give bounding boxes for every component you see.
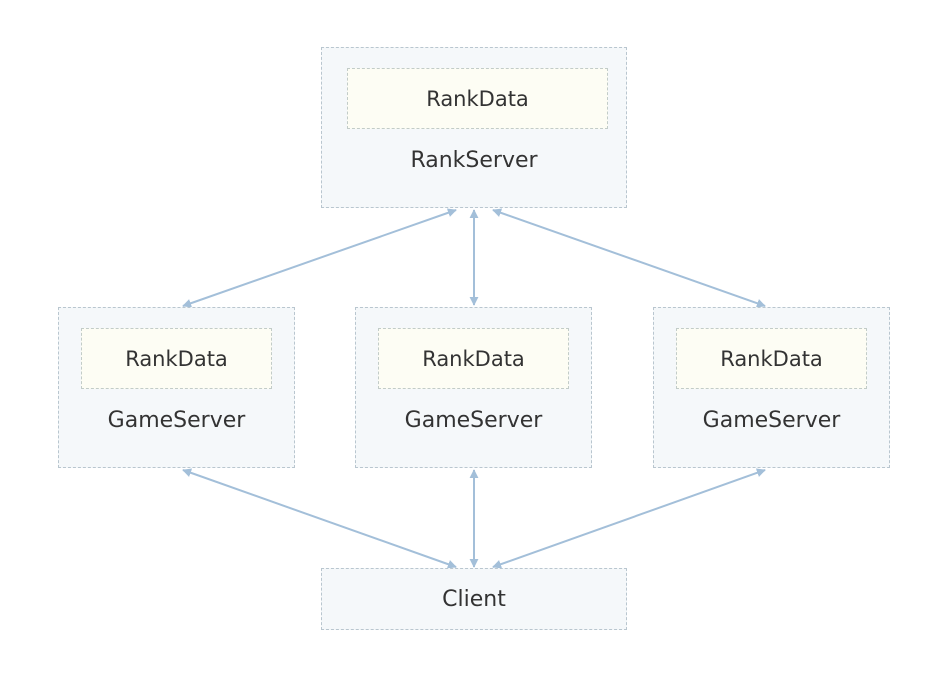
game-server-node-1: RankData GameServer — [58, 307, 295, 468]
game-server-2-rankdata: RankData — [378, 328, 569, 389]
game-server-3-rankdata: RankData — [676, 328, 867, 389]
rank-server-node: RankData RankServer — [321, 47, 627, 208]
game-server-1-rankdata: RankData — [81, 328, 272, 389]
connector-game-3-client — [492, 468, 766, 569]
rank-server-label: RankServer — [410, 148, 538, 173]
client-node: Client — [321, 568, 627, 630]
game-server-node-2: RankData GameServer — [355, 307, 592, 468]
connector-rank-game-1 — [182, 208, 457, 308]
connector-rank-game-3 — [492, 208, 766, 308]
game-server-node-3: RankData GameServer — [653, 307, 890, 468]
game-server-1-label: GameServer — [107, 408, 246, 433]
game-server-2-label: GameServer — [404, 408, 543, 433]
game-server-3-label: GameServer — [702, 408, 841, 433]
rank-server-rankdata: RankData — [347, 68, 608, 129]
connector-game-1-client — [182, 468, 457, 569]
